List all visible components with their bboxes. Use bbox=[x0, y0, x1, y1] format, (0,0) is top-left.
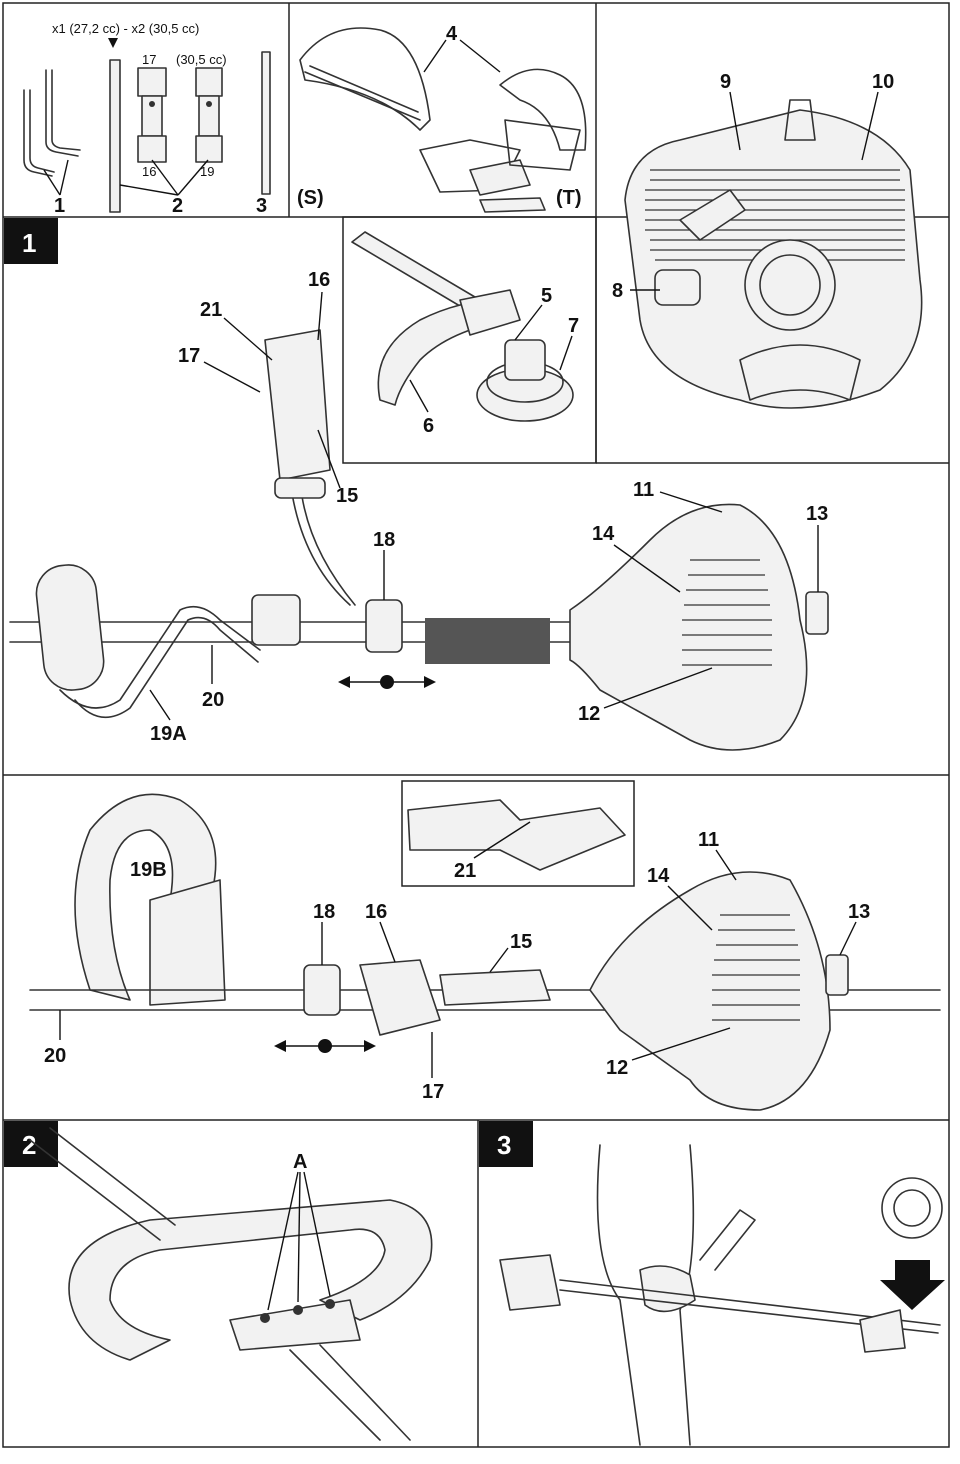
operator-leg-left bbox=[596, 1144, 641, 1446]
label-2: 2 bbox=[172, 195, 183, 217]
label-13: 13 bbox=[806, 503, 828, 525]
label-10: 10 bbox=[872, 71, 894, 93]
label-17: 17 bbox=[178, 345, 200, 367]
arrow-right-icon-1b bbox=[364, 1040, 376, 1052]
label-11b: 11 bbox=[698, 829, 719, 851]
figure-1: 1 21 16 17 15 bbox=[4, 218, 829, 751]
label-19a: 19A bbox=[150, 723, 187, 745]
box-wrench-17-16 bbox=[137, 67, 167, 163]
engine-panel: 8 9 10 bbox=[612, 71, 923, 409]
tool-pin bbox=[261, 51, 271, 195]
svg-text:1: 1 bbox=[22, 228, 36, 258]
svg-text:3: 3 bbox=[497, 1130, 511, 1160]
label-13b: 13 bbox=[848, 901, 870, 923]
shaft-fig2 bbox=[29, 1127, 176, 1241]
label-17b: 17 bbox=[422, 1081, 444, 1103]
svg-text:17: 17 bbox=[142, 52, 156, 67]
label-a: A bbox=[293, 1151, 307, 1173]
label-t: (T) bbox=[556, 187, 582, 209]
label-20b: 20 bbox=[44, 1045, 66, 1067]
label-20: 20 bbox=[202, 689, 224, 711]
label-16: 16 bbox=[308, 269, 330, 291]
label-16b: 16 bbox=[365, 901, 387, 923]
tools-header: x1 (27,2 cc) - x2 (30,5 cc) bbox=[52, 21, 199, 36]
figure-1-badge bbox=[4, 218, 58, 264]
fuel-cap bbox=[654, 269, 701, 306]
tools-subheader: (30,5 cc) bbox=[176, 52, 227, 67]
arrow-right-icon bbox=[424, 676, 436, 688]
hex-key-small bbox=[23, 89, 53, 177]
label-19b: 19B bbox=[130, 859, 167, 881]
label-s: (S) bbox=[297, 187, 324, 209]
throttle-housing bbox=[359, 959, 441, 1036]
label-18: 18 bbox=[373, 529, 395, 551]
label-9: 9 bbox=[720, 71, 731, 93]
label-8: 8 bbox=[612, 280, 623, 302]
inset-handle bbox=[407, 799, 626, 871]
guard-s bbox=[299, 27, 431, 131]
cutting-head-panel: 5 6 7 bbox=[351, 231, 579, 437]
trimmer-engine bbox=[499, 1254, 561, 1311]
engine-unit-1b bbox=[589, 871, 831, 1111]
hex-key-large bbox=[45, 69, 79, 157]
clamp-18b bbox=[303, 964, 341, 1016]
shaft-grip bbox=[425, 618, 550, 664]
label-11: 11 bbox=[633, 479, 654, 501]
label-21: 21 bbox=[200, 299, 222, 321]
label-1: 1 bbox=[54, 195, 65, 217]
starter-handle bbox=[679, 189, 746, 241]
tool-rod bbox=[109, 59, 121, 213]
figure-2: 2 A bbox=[4, 1121, 433, 1441]
arrow-left-icon-1b bbox=[274, 1040, 286, 1052]
handle-grip bbox=[35, 564, 105, 691]
rotation-icon bbox=[881, 1177, 943, 1239]
handle-clamp bbox=[251, 594, 301, 646]
guard-t bbox=[499, 68, 587, 151]
choke-13 bbox=[805, 591, 829, 635]
label-14b: 14 bbox=[647, 865, 670, 887]
svg-text:16: 16 bbox=[142, 164, 156, 179]
label-12b: 12 bbox=[606, 1057, 628, 1079]
label-3: 3 bbox=[256, 195, 267, 217]
label-18b: 18 bbox=[313, 901, 335, 923]
clamp-18 bbox=[365, 599, 403, 653]
tools-panel: x1 (27,2 cc) - x2 (30,5 cc) (30,5 cc) 17… bbox=[23, 21, 271, 217]
label-5: 5 bbox=[541, 285, 552, 307]
handle-mount bbox=[229, 1299, 361, 1351]
svg-text:2: 2 bbox=[22, 1130, 36, 1160]
label-15b: 15 bbox=[510, 931, 532, 953]
label-7: 7 bbox=[568, 315, 579, 337]
label-4: 4 bbox=[446, 23, 458, 45]
figure-2-badge bbox=[4, 1121, 58, 1167]
label-6: 6 bbox=[423, 415, 434, 437]
throttle-handle bbox=[264, 329, 331, 481]
recoil-starter bbox=[744, 239, 836, 331]
figure-3: 3 bbox=[479, 1121, 945, 1446]
arrow-down-icon bbox=[108, 38, 118, 48]
arrow-left-icon bbox=[338, 676, 350, 688]
guards-panel: 4 (S) (T) bbox=[297, 23, 587, 213]
label-15: 15 bbox=[336, 485, 358, 507]
arrow-down-bold-icon bbox=[880, 1260, 945, 1310]
engine-unit bbox=[569, 503, 808, 751]
choke-13b bbox=[825, 954, 849, 996]
svg-text:19: 19 bbox=[200, 164, 214, 179]
label-12: 12 bbox=[578, 703, 600, 725]
label-21b: 21 bbox=[454, 860, 476, 882]
figure-1b: 21 11 19B 18 16 15 14 13 12 20 17 bbox=[29, 793, 941, 1111]
box-wrench-30cc bbox=[195, 67, 223, 163]
figure-3-badge bbox=[479, 1121, 533, 1167]
label-14: 14 bbox=[592, 523, 615, 545]
